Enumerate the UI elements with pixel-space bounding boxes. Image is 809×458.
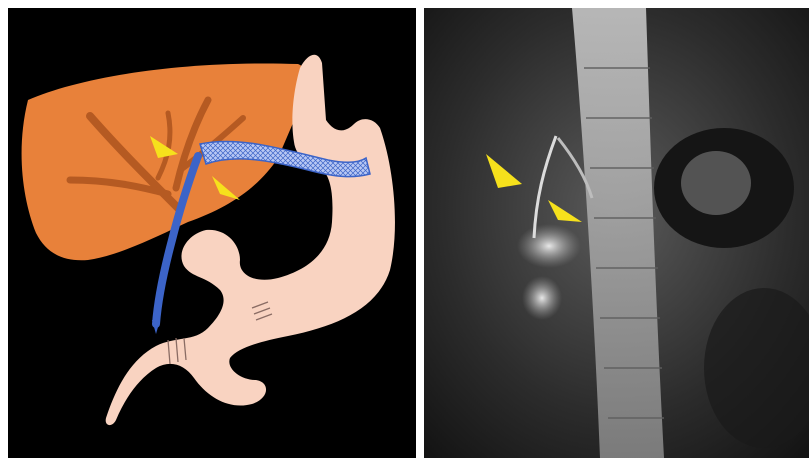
radiograph-panel <box>424 8 809 458</box>
contrast-opacity-1 <box>517 224 581 268</box>
top-margin <box>0 0 809 8</box>
xray-image <box>424 8 809 458</box>
anatomy-illustration <box>8 8 416 458</box>
contrast-opacity-2 <box>522 276 562 320</box>
panel-divider <box>416 0 424 458</box>
illustration-panel <box>8 8 416 458</box>
